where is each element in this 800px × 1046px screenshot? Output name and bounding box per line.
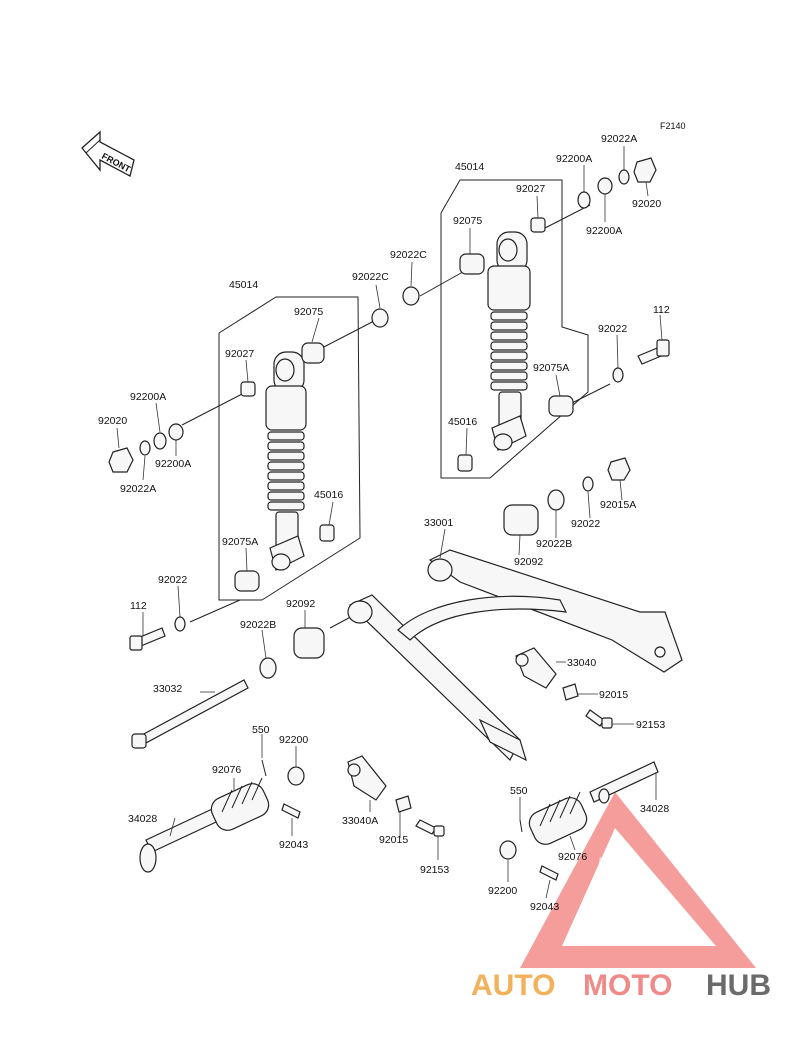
washer-92022C-left: [371, 308, 389, 328]
shock-absorber-right: [487, 231, 531, 451]
label-92153-right: 92153: [636, 719, 665, 731]
nut-92020-right: [633, 157, 657, 183]
label-92015-bottom: 92015: [379, 834, 408, 846]
label-550-left: 550: [252, 724, 270, 736]
label-92022B-left: 92022B: [240, 619, 276, 631]
label-92043-left: 92043: [279, 839, 308, 851]
group-bracket-right: [440, 179, 589, 479]
label-33001: 33001: [424, 517, 453, 529]
bushing-92092-right: [503, 504, 539, 536]
label-92022A-right: 92022A: [601, 133, 637, 145]
label-112-right: 112: [653, 304, 670, 316]
pivot-shaft: [131, 679, 249, 749]
washer-92200A-left-1: [153, 432, 167, 450]
watermark-text-hub: HUB: [706, 969, 771, 1002]
label-92022A-left: 92022A: [120, 483, 156, 495]
label-112-left: 112: [130, 600, 147, 612]
label-33040: 33040: [567, 657, 596, 669]
bushing-92075-left: [301, 342, 325, 364]
label-92076-right: 92076: [558, 851, 587, 863]
label-550-right: 550: [510, 785, 528, 797]
washer-92200A-right-2: [597, 177, 613, 195]
footpeg-left: [139, 759, 305, 873]
clip-92022-left: [174, 616, 186, 632]
label-92153-bottom: 92153: [420, 864, 449, 876]
bushing-92075-right: [459, 253, 485, 275]
collar-45016-right: [457, 454, 473, 472]
label-92092-left: 92092: [286, 598, 315, 610]
label-92200A-left-2: 92200A: [155, 458, 191, 470]
nut-92015A: [607, 457, 631, 481]
label-33040A: 33040A: [342, 815, 378, 827]
front-arrow-icon: FRONT: [81, 130, 135, 177]
watermark-triangle-icon: [520, 792, 756, 968]
collar-92027-left: [240, 381, 256, 397]
hardware-parts: [108, 157, 670, 679]
label-92200A-right-2: 92200A: [586, 225, 622, 237]
label-92027-right: 92027: [516, 183, 545, 195]
label-92015-right: 92015: [599, 689, 628, 701]
label-92075-right: 92075: [453, 215, 482, 227]
label-92022-right: 92022: [598, 323, 627, 335]
watermark-logo: AUTO MOTO HUB: [471, 792, 771, 1002]
washer-92022B-right: [547, 489, 565, 511]
washer-92022C-right: [402, 286, 420, 306]
label-92200A-left-1: 92200A: [130, 391, 166, 403]
label-45014-right: 45014: [455, 161, 484, 173]
nut-92020-left: [108, 447, 134, 473]
label-92020-right: 92020: [632, 198, 661, 210]
label-34028-left: 34028: [128, 813, 157, 825]
watermark-text-moto: MOTO: [583, 969, 672, 1002]
label-92043-right: 92043: [530, 901, 559, 913]
leader-lines: [116, 146, 663, 899]
label-92022B-right: 92022B: [536, 538, 572, 550]
shock-absorber-left: [265, 351, 307, 571]
washer-92200A-left-2: [168, 423, 184, 441]
clip-92022A-right: [618, 169, 630, 185]
swing-arm: [347, 549, 683, 762]
label-92075A-left: 92075A: [222, 536, 258, 548]
collar-92027-right: [530, 217, 546, 233]
chain-adjuster-left: [347, 755, 445, 837]
collar-45016-left: [319, 524, 335, 542]
label-92075A-right: 92075A: [533, 362, 569, 374]
part-labels: 45014 45014 92075 92075 92027 92027 9220…: [98, 133, 670, 913]
label-92200A-right-1: 92200A: [556, 153, 592, 165]
label-92022C-1: 92022C: [352, 271, 389, 283]
label-45014-left: 45014: [229, 279, 258, 291]
label-92022C-2: 92022C: [390, 249, 427, 261]
bushing-92075A-left: [234, 570, 260, 592]
label-92020-left: 92020: [98, 415, 127, 427]
clip-92022A-left: [139, 440, 151, 456]
watermark-text-auto: AUTO: [471, 969, 555, 1002]
label-92200-right: 92200: [488, 885, 517, 897]
label-92015A: 92015A: [600, 499, 636, 511]
label-92092-right: 92092: [514, 556, 543, 568]
label-92027-left: 92027: [225, 348, 254, 360]
label-92022-mid: 92022: [571, 518, 600, 530]
label-33032: 33032: [153, 683, 182, 695]
label-45016-left: 45016: [314, 489, 343, 501]
bushing-92075A-right: [548, 395, 574, 417]
clip-92022-right: [612, 367, 624, 383]
label-92022-left: 92022: [158, 574, 187, 586]
label-92076-left: 92076: [212, 764, 241, 776]
footpeg-right: [499, 761, 659, 881]
group-bracket-left: [218, 296, 361, 601]
chain-adjuster-right: [515, 647, 613, 729]
clip-92022-mid: [582, 476, 594, 492]
label-92075-left: 92075: [294, 306, 323, 318]
bushing-92092-left: [293, 627, 325, 659]
figure-code: F2140: [660, 121, 686, 131]
washer-92200A-right-1: [577, 191, 591, 209]
label-45016-right: 45016: [448, 416, 477, 428]
washer-92022B-left: [259, 657, 277, 679]
label-92200-left: 92200: [279, 734, 308, 746]
label-34028-right: 34028: [640, 803, 669, 815]
